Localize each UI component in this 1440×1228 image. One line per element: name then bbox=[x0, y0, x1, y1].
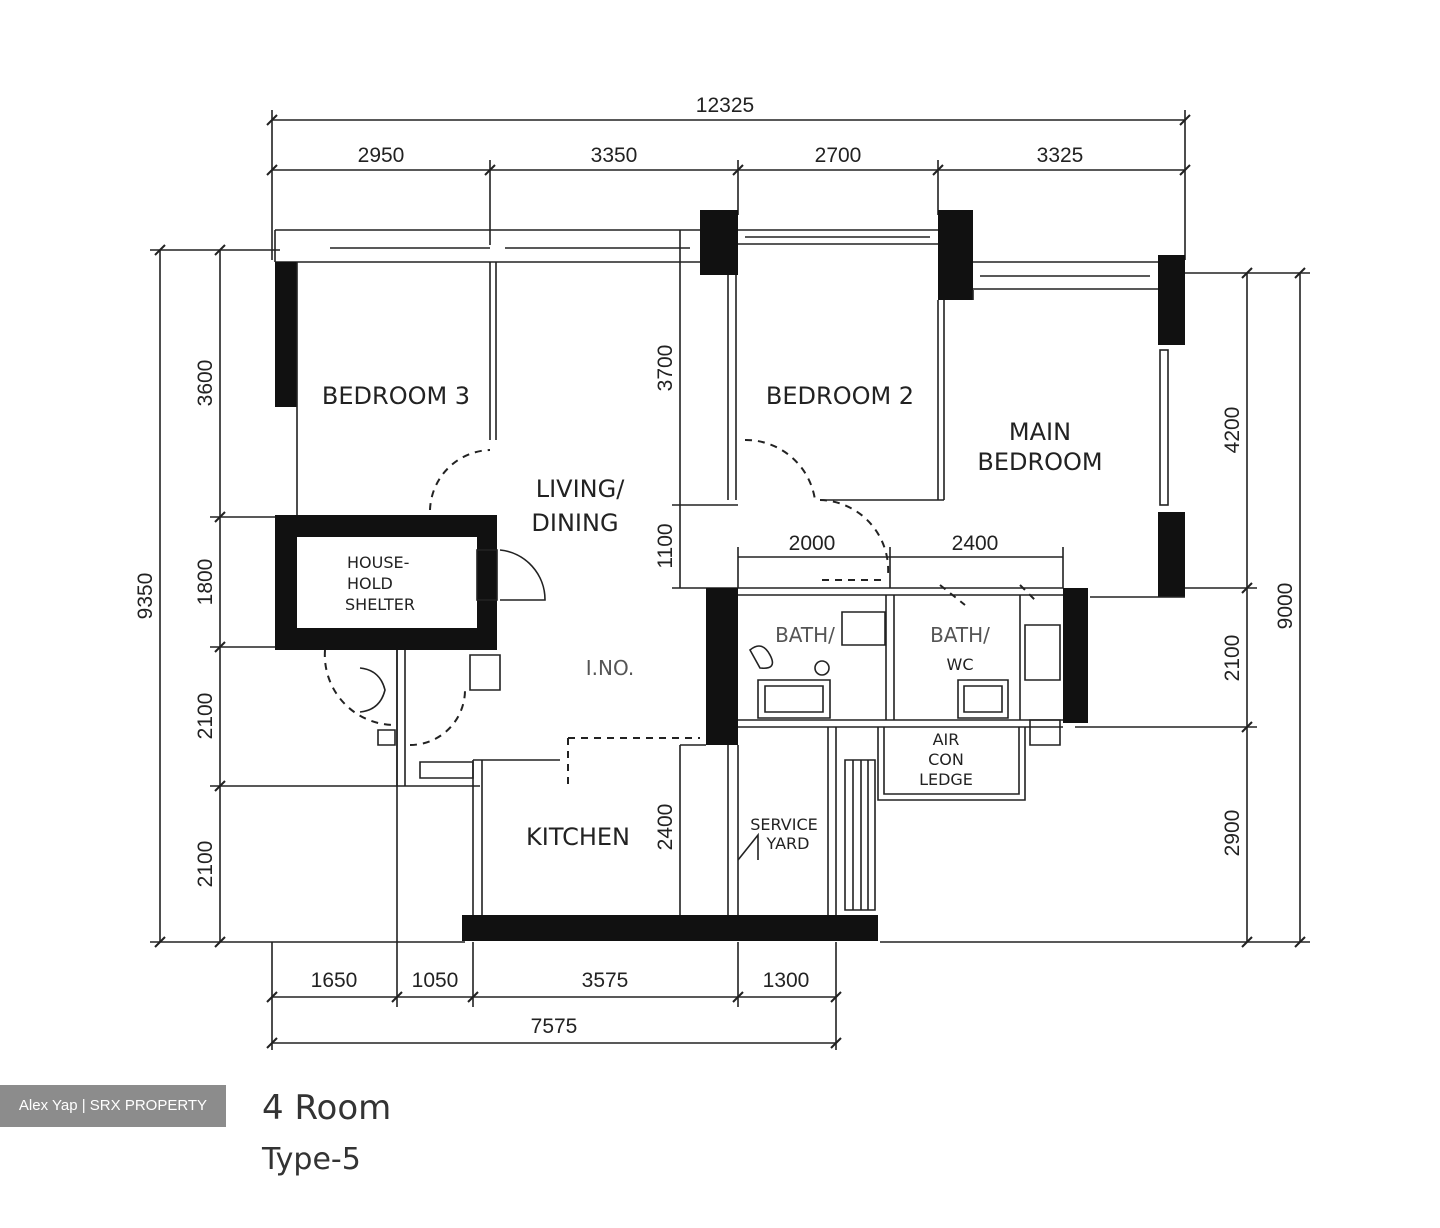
dim-left-2: 1800 bbox=[194, 559, 217, 606]
dimension-labels: 12325 2950 3350 2700 3325 9350 3600 1800… bbox=[134, 94, 1297, 1038]
label-bath-2: BATH/ bbox=[930, 623, 990, 647]
dim-bottom-2: 1050 bbox=[412, 969, 459, 992]
label-ledge-1: AIR bbox=[933, 730, 960, 749]
label-main-bedroom-2: BEDROOM bbox=[977, 448, 1102, 476]
dim-inner-h2: 2400 bbox=[952, 532, 999, 555]
door-swings bbox=[323, 438, 1036, 861]
dim-inner-v2: 1100 bbox=[654, 523, 677, 568]
label-living-2: DINING bbox=[531, 509, 618, 537]
dim-left-total: 9350 bbox=[134, 573, 157, 620]
walls bbox=[274, 210, 1185, 941]
dim-bottom-total: 7575 bbox=[531, 1015, 578, 1038]
label-living-1: LIVING/ bbox=[536, 475, 625, 503]
dim-left-1: 3600 bbox=[194, 360, 217, 407]
label-service-yard-2: YARD bbox=[766, 834, 810, 853]
label-bedroom-2: BEDROOM 2 bbox=[766, 382, 914, 410]
dim-top-2: 3350 bbox=[591, 144, 638, 167]
label-main-bedroom-1: MAIN bbox=[1009, 418, 1071, 446]
label-ledge-2: CON bbox=[928, 750, 964, 769]
dim-right-1: 4200 bbox=[1221, 407, 1244, 454]
watermark-badge: Alex Yap | SRX PROPERTY bbox=[0, 1085, 226, 1127]
room-labels: BEDROOM 3 BEDROOM 2 MAIN BEDROOM LIVING/… bbox=[322, 382, 1103, 853]
dim-left-3: 2100 bbox=[194, 693, 217, 740]
dim-kitchen-depth: 2400 bbox=[654, 804, 677, 851]
label-kitchen: KITCHEN bbox=[526, 823, 630, 851]
label-shelter-1: HOUSE- bbox=[347, 553, 409, 572]
dim-inner-h1: 2000 bbox=[789, 532, 836, 555]
label-ledge-3: LEDGE bbox=[919, 770, 973, 789]
label-bath-1: BATH/ bbox=[775, 623, 835, 647]
dim-bottom-1: 1650 bbox=[311, 969, 358, 992]
dim-right-3: 2900 bbox=[1221, 810, 1244, 857]
label-bedroom-3: BEDROOM 3 bbox=[322, 382, 470, 410]
label-shelter-3: SHELTER bbox=[345, 595, 415, 614]
dim-bottom-4: 1300 bbox=[763, 969, 810, 992]
dim-bottom-3: 3575 bbox=[582, 969, 629, 992]
label-shelter-2: HOLD bbox=[347, 574, 393, 593]
label-corridor: I.NO. bbox=[586, 656, 635, 680]
flat-type-title: 4 Room bbox=[262, 1088, 392, 1128]
dim-right-2: 2100 bbox=[1221, 635, 1244, 682]
dimension-ticks bbox=[154, 114, 1306, 1049]
dim-top-4: 3325 bbox=[1037, 144, 1084, 167]
dim-top-3: 2700 bbox=[815, 144, 862, 167]
dim-right-total: 9000 bbox=[1274, 583, 1297, 630]
dim-left-4: 2100 bbox=[194, 841, 217, 888]
flat-type-variant: Type-5 bbox=[262, 1142, 361, 1177]
dim-top-total: 12325 bbox=[696, 94, 754, 117]
dimension-lines bbox=[150, 110, 1310, 1050]
label-service-yard-1: SERVICE bbox=[750, 815, 817, 834]
dim-top-1: 2950 bbox=[358, 144, 405, 167]
dim-inner-v1: 3700 bbox=[654, 345, 677, 392]
label-bath-2-sub: WC bbox=[947, 655, 974, 674]
